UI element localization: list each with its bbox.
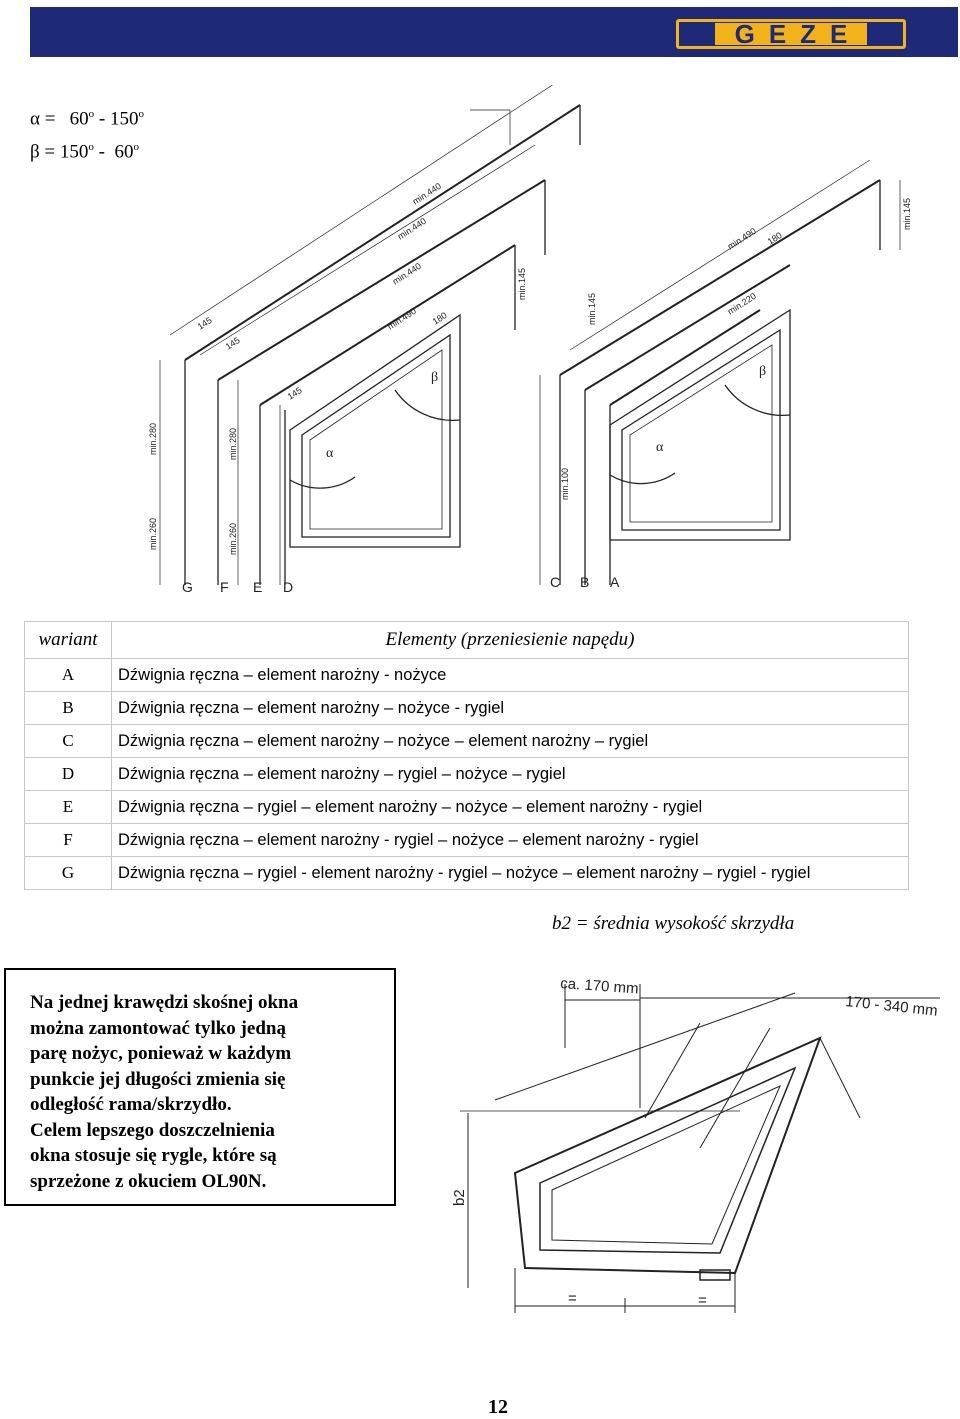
degree-mark: o (88, 108, 95, 120)
variant-key: D (24, 757, 112, 791)
beta-symbol: β = (30, 141, 56, 163)
dim-label: min.280 (148, 423, 158, 455)
alpha-range: α = 60o - 150o (30, 100, 144, 133)
equal-mark: = (698, 1292, 707, 1309)
dim-label: 145 (224, 335, 242, 352)
variant-label: B (580, 574, 589, 590)
alpha-to: 150 (110, 108, 139, 130)
variant-elements: Dźwignia ręczna – element narożny – rygi… (111, 757, 909, 791)
variant-key: A (24, 658, 112, 692)
variant-key: C (24, 724, 112, 758)
dim-label: min.490 (386, 306, 418, 332)
variant-elements: Dźwignia ręczna – rygiel – element naroż… (111, 790, 909, 824)
variant-key: F (24, 823, 112, 857)
dim-label: min.145 (902, 198, 912, 230)
variant-elements: Dźwignia ręczna – element narożny – noży… (111, 724, 909, 758)
range-dash: - (98, 141, 105, 163)
variant-key: E (24, 790, 112, 824)
variant-label: F (220, 579, 229, 595)
beta-from: 150 (59, 141, 89, 163)
variant-elements: Dźwignia ręczna – element narożny - rygi… (111, 823, 909, 857)
note-line: parę nożyc, ponieważ w każdym (30, 1043, 292, 1064)
geze-logo: GEZE (676, 19, 906, 49)
alpha-symbol: α = (30, 108, 56, 130)
page-number: 12 (488, 1396, 508, 1418)
alpha-from: 60 (69, 108, 89, 130)
dim-label: 180 (766, 230, 784, 247)
dim-label: min.100 (560, 468, 570, 500)
variant-key: G (24, 856, 112, 890)
table-header-row: wariant Elementy (przeniesienie napędu) (24, 621, 909, 659)
beta-to: 60 (114, 141, 134, 163)
variant-label: D (283, 579, 293, 595)
header-bar: GEZE (30, 7, 958, 57)
angle-label: β (759, 364, 766, 379)
degree-mark: o (88, 141, 94, 154)
angle-label: α (326, 446, 334, 461)
note-box: Na jednej krawędzi skośnej okna można za… (4, 968, 396, 1206)
variant-label: A (610, 574, 620, 590)
dim-label: min.145 (587, 293, 597, 325)
note-line: punkcie jej długości zmienia się (30, 1068, 286, 1090)
degree-mark: o (133, 141, 139, 154)
installation-drawing-top: min.440 min.440 min.440 min.145 min.145 … (148, 85, 912, 595)
dim-top-label: ca. 170 mm (560, 975, 639, 997)
note-line: sprzeżone z okuciem OL90N. (30, 1170, 267, 1192)
note-line: okna stosuje się rygle, które są (30, 1145, 277, 1166)
variant-elements: Dźwignia ręczna – element narożny – noży… (111, 691, 909, 725)
note-line: można zamontować tylko jedną (30, 1017, 286, 1039)
variant-label: G (182, 579, 193, 595)
dim-side-label: b2 (451, 1189, 468, 1206)
header-variant: wariant (24, 621, 112, 659)
dim-label: min.260 (148, 518, 158, 550)
note-line: odległość rama/skrzydło. (30, 1094, 232, 1115)
note-line: Celem lepszego doszczelnienia (30, 1119, 275, 1141)
dim-label: min.490 (726, 226, 758, 252)
dim-label: min.260 (228, 523, 238, 555)
variant-table: wariant Elementy (przeniesienie napędu) … (24, 621, 909, 890)
dim-label: 145 (196, 315, 214, 332)
angle-label: β (431, 370, 438, 385)
equal-mark: = (568, 1290, 577, 1307)
header-elements: Elementy (przeniesienie napędu) (111, 621, 909, 659)
variant-elements: Dźwignia ręczna – element narożny - noży… (111, 658, 909, 692)
beta-range: β = 150o - 60o (30, 133, 144, 166)
logo-text: GEZE (714, 21, 868, 47)
b2-caption: b2 = średnia wysokość skrzydła (552, 913, 795, 934)
degree-mark: o (138, 108, 145, 120)
variant-elements: Dźwignia ręczna – rygiel - element naroż… (111, 856, 909, 890)
range-dash: - (98, 108, 106, 130)
dim-label: min.280 (228, 428, 238, 460)
note-line: Na jednej krawędzi skośnej okna (30, 992, 299, 1013)
angle-label: α (656, 440, 664, 455)
variant-label: E (253, 579, 262, 595)
variant-label: C (550, 574, 560, 590)
variant-key: B (24, 691, 112, 725)
dim-label: min.145 (517, 268, 527, 300)
dim-right-label: 170 - 340 mm (845, 993, 939, 1020)
installation-drawing-bottom: ca. 170 mm 170 - 340 mm b2 = = (451, 975, 940, 1313)
angle-ranges: α = 60o - 150o β = 150o - 60o (30, 100, 144, 167)
